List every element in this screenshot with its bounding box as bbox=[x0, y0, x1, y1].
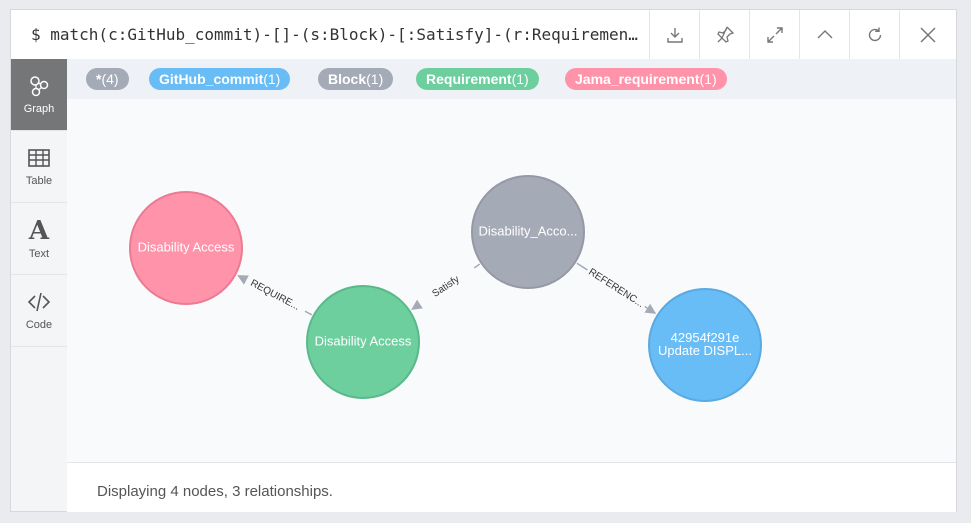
label-count: (1) bbox=[699, 71, 717, 87]
sidebar-item-label: Table bbox=[25, 175, 53, 187]
node-caption: Update DISPL... bbox=[658, 343, 752, 358]
graph-relationship[interactable]: Satisfy bbox=[411, 263, 481, 310]
label-count: (1) bbox=[511, 71, 529, 87]
label-pill-github-commit[interactable]: GitHub_commit(1) bbox=[149, 68, 291, 90]
relationship-label: REFERENC... bbox=[586, 267, 645, 310]
table-icon bbox=[28, 149, 50, 167]
view-sidebar: Graph Table A Text Code bbox=[11, 59, 68, 511]
pin-icon bbox=[716, 26, 734, 43]
relationship-arrow bbox=[644, 303, 657, 314]
graph-svg[interactable]: REQUIRE... Satisfy REFERENC... Disability A… bbox=[67, 99, 956, 462]
graph-relationship[interactable]: REFERENC... bbox=[576, 262, 657, 314]
result-frame: $ match(c:GitHub_commit)-[]-(s:Block)-[:… bbox=[10, 9, 957, 512]
graph-icon bbox=[30, 76, 49, 97]
label-pill-all[interactable]: *(4) bbox=[86, 68, 129, 90]
node-circle bbox=[471, 175, 585, 289]
code-icon bbox=[27, 292, 51, 312]
label-pill-jama-requirement[interactable]: Jama_requirement(1) bbox=[565, 68, 727, 90]
graph-canvas[interactable]: REQUIRE... Satisfy REFERENC... Disability A… bbox=[67, 99, 956, 462]
refresh-icon bbox=[868, 27, 881, 41]
sidebar-item-table[interactable]: Table bbox=[11, 131, 67, 203]
relationship-label: REQUIRE... bbox=[248, 278, 301, 313]
label-name: GitHub_commit bbox=[159, 71, 264, 87]
close-button[interactable] bbox=[899, 10, 956, 59]
sidebar-item-label: Code bbox=[25, 319, 53, 331]
node-circle bbox=[648, 288, 762, 402]
query-text[interactable]: $ match(c:GitHub_commit)-[]-(s:Block)-[:… bbox=[31, 25, 646, 44]
node-caption: 42954f291e bbox=[671, 330, 740, 345]
expand-icon bbox=[766, 26, 783, 43]
download-button[interactable] bbox=[649, 10, 699, 59]
sidebar-item-label: Text bbox=[28, 247, 50, 260]
chevron-up-icon bbox=[817, 29, 832, 38]
graph-node-req[interactable]: Disability Access bbox=[306, 285, 420, 399]
status-footer: Displaying 4 nodes, 3 relationships. bbox=[67, 462, 956, 512]
graph-node-jama[interactable]: Disability Access bbox=[129, 191, 243, 305]
label-pill-block[interactable]: Block(1) bbox=[318, 68, 394, 90]
sidebar-item-label: Graph bbox=[23, 103, 55, 115]
node-caption: Disability_Acco... bbox=[479, 223, 578, 238]
rerun-button[interactable] bbox=[849, 10, 899, 59]
node-caption: Disability Access bbox=[315, 333, 412, 348]
text-icon: A bbox=[28, 215, 50, 246]
graph-node-block[interactable]: Disability_Acco... bbox=[471, 175, 585, 289]
relationship-line bbox=[304, 310, 313, 316]
label-bar: *(4) GitHub_commit(1) Block(1) Requireme… bbox=[67, 59, 956, 100]
label-name: Block bbox=[328, 71, 367, 87]
label-count: (1) bbox=[263, 71, 281, 87]
relationship-label: Satisfy bbox=[430, 274, 461, 300]
label-name: * bbox=[96, 71, 102, 87]
pin-button[interactable] bbox=[699, 10, 749, 59]
label-name: Requirement bbox=[426, 71, 512, 87]
label-count: (1) bbox=[366, 71, 384, 87]
sidebar-item-text[interactable]: A Text bbox=[11, 203, 67, 275]
relationship-line bbox=[576, 262, 588, 271]
relationship-line bbox=[473, 263, 481, 269]
label-pill-requirement[interactable]: Requirement(1) bbox=[416, 68, 539, 90]
node-circle bbox=[306, 285, 420, 399]
label-count: (4) bbox=[101, 71, 119, 87]
sidebar-item-graph[interactable]: Graph bbox=[11, 59, 67, 131]
collapse-button[interactable] bbox=[799, 10, 849, 59]
graph-relationship[interactable]: REQUIRE... bbox=[237, 275, 313, 316]
sidebar-item-code[interactable]: Code bbox=[11, 275, 67, 347]
download-icon bbox=[666, 27, 683, 43]
relationship-arrow bbox=[411, 299, 423, 310]
node-circle bbox=[129, 191, 243, 305]
close-icon bbox=[920, 26, 936, 43]
node-caption: Disability Access bbox=[138, 239, 235, 254]
relationship-arrow bbox=[237, 275, 249, 285]
label-name: Jama_requirement bbox=[575, 71, 700, 87]
status-text: Displaying 4 nodes, 3 relationships. bbox=[97, 483, 333, 500]
expand-button[interactable] bbox=[749, 10, 799, 59]
result-header: $ match(c:GitHub_commit)-[]-(s:Block)-[:… bbox=[11, 10, 956, 60]
